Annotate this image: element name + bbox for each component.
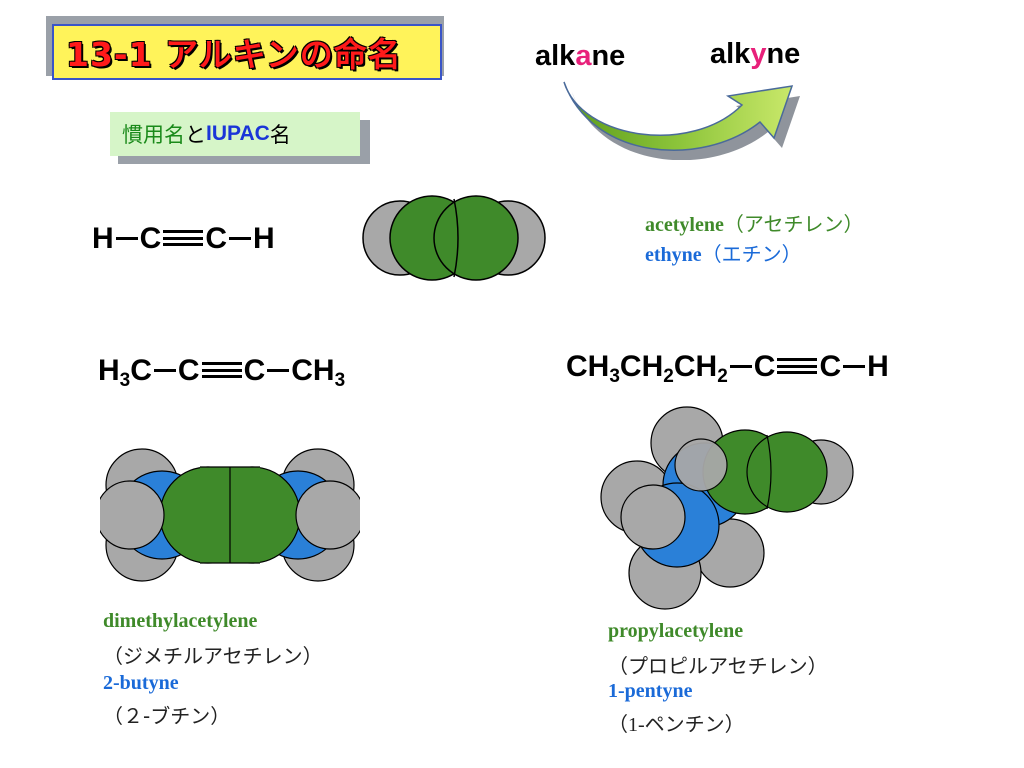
subtitle-common-name: 慣用名 bbox=[122, 123, 185, 147]
butyne-common-kana: （ジメチルアセチレン） bbox=[103, 644, 323, 668]
subtitle-iupac: IUPAC bbox=[206, 122, 270, 145]
pentyne-model bbox=[600, 406, 854, 610]
carbon-atom bbox=[746, 431, 828, 513]
title-box: 13-1 アルキンの命名 bbox=[52, 24, 442, 80]
page-title: 13-1 アルキンの命名 bbox=[66, 35, 402, 74]
pentyne-common-kana: （プロピルアセチレン） bbox=[608, 654, 828, 678]
alkyne-label: alkyne bbox=[710, 38, 801, 70]
subtitle-name: 名 bbox=[269, 123, 291, 147]
hydrogen-atom bbox=[295, 480, 360, 550]
butyne-model bbox=[100, 448, 360, 582]
butyne-iupac-kana: （２-ブチン） bbox=[103, 704, 231, 728]
hydrogen-atom bbox=[674, 438, 728, 492]
ethyne-model bbox=[362, 195, 546, 281]
hydrogen-atom bbox=[620, 484, 686, 550]
pentyne-iupac-kana: （1-ペンチン） bbox=[608, 712, 745, 736]
curved-arrow-icon bbox=[563, 81, 800, 160]
carbon-atom bbox=[433, 195, 519, 281]
butyne-iupac-name: 2-butyne bbox=[103, 672, 179, 694]
hydrogen-atom bbox=[100, 480, 165, 550]
pentyne-common-name: propylacetylene bbox=[608, 620, 744, 642]
butyne-common-name: dimethylacetylene bbox=[103, 610, 258, 632]
ethyne-common-name: acetylene（アセチレン） bbox=[645, 212, 864, 236]
subtitle-and: と bbox=[185, 123, 206, 147]
alkane-label: alkane bbox=[535, 40, 626, 72]
pentyne-iupac-name: 1-pentyne bbox=[608, 680, 693, 702]
ethyne-iupac-name: ethyne（エチン） bbox=[645, 242, 802, 266]
